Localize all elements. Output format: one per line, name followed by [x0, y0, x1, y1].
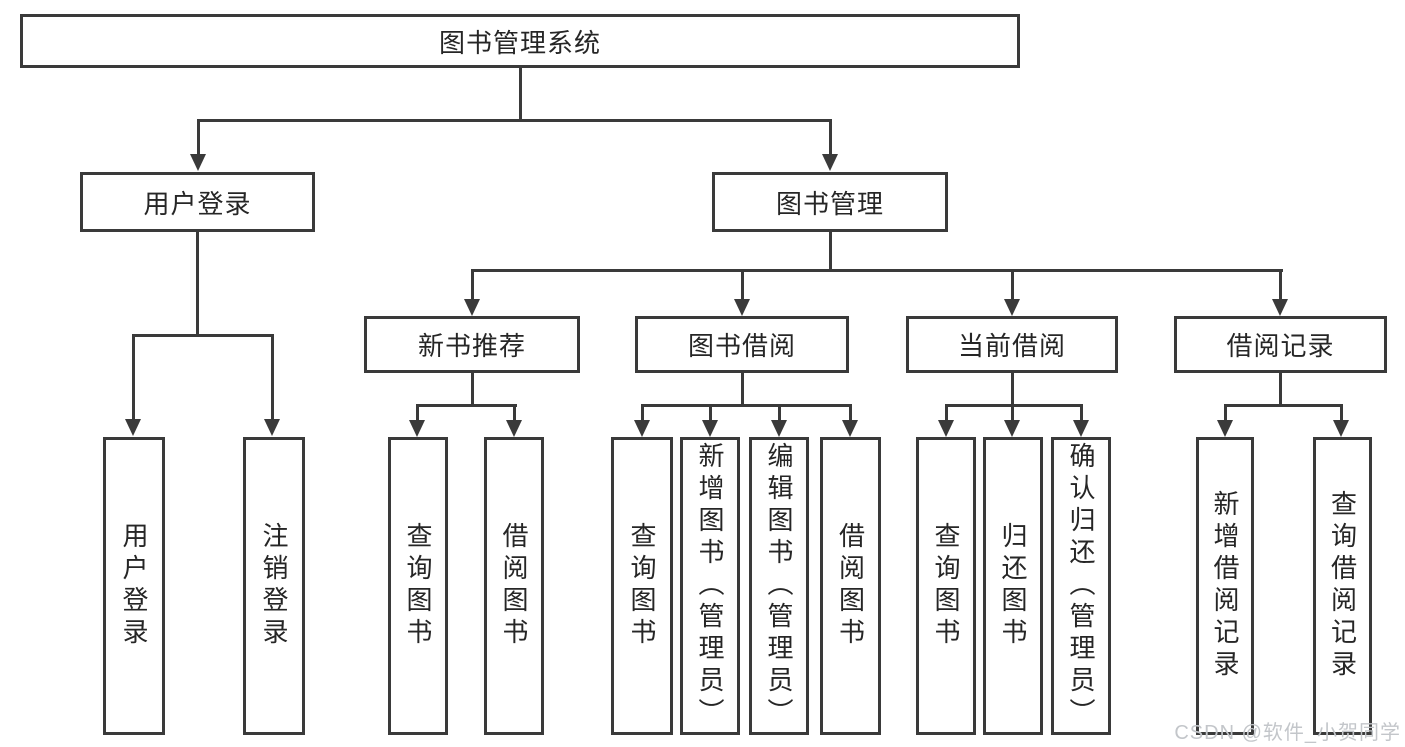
- connector-vline: [829, 232, 832, 272]
- node-root-label: 图书管理系统: [438, 27, 601, 58]
- node-book-borrowing-label: 图书借阅: [687, 331, 796, 361]
- node-book-management-label: 图书管理: [775, 188, 884, 219]
- leaf-add-borrow-record: 新增借阅记录: [1196, 437, 1254, 735]
- arrow-down-icon: [409, 420, 425, 437]
- arrow-down-icon: [822, 154, 838, 171]
- connector-vline: [271, 334, 274, 420]
- leaf-confirm-return-admin-label: 确认归还（管理员）: [1066, 442, 1096, 730]
- leaf-logout-label: 注销登录: [259, 522, 289, 650]
- connector-vline: [416, 404, 419, 421]
- leaf-query-books-recommend-label: 查询图书: [403, 522, 433, 650]
- node-book-borrowing: 图书借阅: [635, 316, 849, 373]
- connector-hline: [416, 404, 517, 407]
- connector-hline: [641, 404, 852, 407]
- arrow-down-icon: [464, 299, 480, 316]
- connector-vline: [829, 119, 832, 155]
- node-current-borrowing: 当前借阅: [906, 316, 1118, 373]
- leaf-confirm-return-admin: 确认归还（管理员）: [1051, 437, 1111, 735]
- leaf-query-books-recommend: 查询图书: [388, 437, 448, 735]
- leaf-query-books-borrowing: 查询图书: [611, 437, 673, 735]
- connector-vline: [513, 404, 516, 421]
- node-new-book-recommend: 新书推荐: [364, 316, 580, 373]
- leaf-borrow-books: 借阅图书: [820, 437, 881, 735]
- arrow-down-icon: [634, 420, 650, 437]
- leaf-query-books-borrowing-label: 查询图书: [627, 522, 657, 650]
- arrow-down-icon: [506, 420, 522, 437]
- node-root: 图书管理系统: [20, 14, 1020, 68]
- connector-hline: [1224, 404, 1343, 407]
- connector-vline: [197, 119, 200, 155]
- connector-vline: [849, 404, 852, 421]
- connector-hline: [132, 334, 274, 337]
- node-user-login-label: 用户登录: [143, 188, 252, 219]
- node-borrowing-records-label: 借阅记录: [1226, 331, 1335, 361]
- connector-hline: [197, 119, 832, 122]
- arrow-down-icon: [734, 299, 750, 316]
- arrow-down-icon: [702, 420, 718, 437]
- arrow-down-icon: [1073, 420, 1089, 437]
- connector-vline: [1011, 269, 1014, 301]
- arrow-down-icon: [1333, 420, 1349, 437]
- leaf-query-books-current-label: 查询图书: [931, 522, 961, 650]
- arrow-down-icon: [842, 420, 858, 437]
- leaf-borrow-books-recommend-label: 借阅图书: [499, 522, 529, 650]
- connector-vline: [132, 334, 135, 420]
- connector-vline: [741, 373, 744, 406]
- connector-vline: [709, 404, 712, 421]
- connector-vline: [1279, 269, 1282, 301]
- leaf-edit-books-admin: 编辑图书（管理员）: [749, 437, 809, 735]
- node-current-borrowing-label: 当前借阅: [957, 331, 1066, 361]
- node-user-login: 用户登录: [80, 172, 315, 232]
- arrow-down-icon: [1004, 299, 1020, 316]
- arrow-down-icon: [771, 420, 787, 437]
- arrow-down-icon: [264, 419, 280, 436]
- connector-vline: [471, 269, 474, 301]
- arrow-down-icon: [1004, 420, 1020, 437]
- node-book-management: 图书管理: [712, 172, 948, 232]
- leaf-add-books-admin-label: 新增图书（管理员）: [695, 442, 725, 730]
- connector-vline: [778, 404, 781, 421]
- leaf-edit-books-admin-label: 编辑图书（管理员）: [764, 442, 794, 730]
- arrow-down-icon: [125, 419, 141, 436]
- connector-vline: [1011, 373, 1014, 406]
- leaf-logout: 注销登录: [243, 437, 305, 735]
- connector-vline: [641, 404, 644, 421]
- connector-vline: [1279, 373, 1282, 406]
- arrow-down-icon: [1217, 420, 1233, 437]
- leaf-query-borrow-record: 查询借阅记录: [1313, 437, 1372, 735]
- connector-vline: [196, 232, 199, 336]
- watermark: CSDN @软件_小贺同学: [1174, 722, 1401, 744]
- leaf-return-books: 归还图书: [983, 437, 1043, 735]
- node-borrowing-records: 借阅记录: [1174, 316, 1387, 373]
- connector-vline: [1224, 404, 1227, 421]
- leaf-query-borrow-record-label: 查询借阅记录: [1327, 490, 1358, 682]
- leaf-add-books-admin: 新增图书（管理员）: [680, 437, 740, 735]
- arrow-down-icon: [938, 420, 954, 437]
- leaf-borrow-books-recommend: 借阅图书: [484, 437, 544, 735]
- arrow-down-icon: [1272, 299, 1288, 316]
- leaf-user-login-label: 用户登录: [119, 522, 149, 650]
- arrow-down-icon: [190, 154, 206, 171]
- connector-vline: [945, 404, 948, 421]
- connector-vline: [1011, 404, 1014, 421]
- connector-vline: [741, 269, 744, 301]
- connector-vline: [519, 68, 522, 120]
- leaf-return-books-label: 归还图书: [998, 522, 1028, 650]
- connector-vline: [1340, 404, 1343, 421]
- leaf-borrow-books-label: 借阅图书: [835, 522, 866, 650]
- connector-vline: [471, 373, 474, 406]
- connector-hline: [945, 404, 1083, 407]
- leaf-query-books-current: 查询图书: [916, 437, 976, 735]
- leaf-add-borrow-record-label: 新增借阅记录: [1210, 490, 1240, 682]
- leaf-user-login: 用户登录: [103, 437, 165, 735]
- node-new-book-recommend-label: 新书推荐: [417, 331, 526, 361]
- connector-hline: [471, 269, 1283, 272]
- connector-vline: [1080, 404, 1083, 421]
